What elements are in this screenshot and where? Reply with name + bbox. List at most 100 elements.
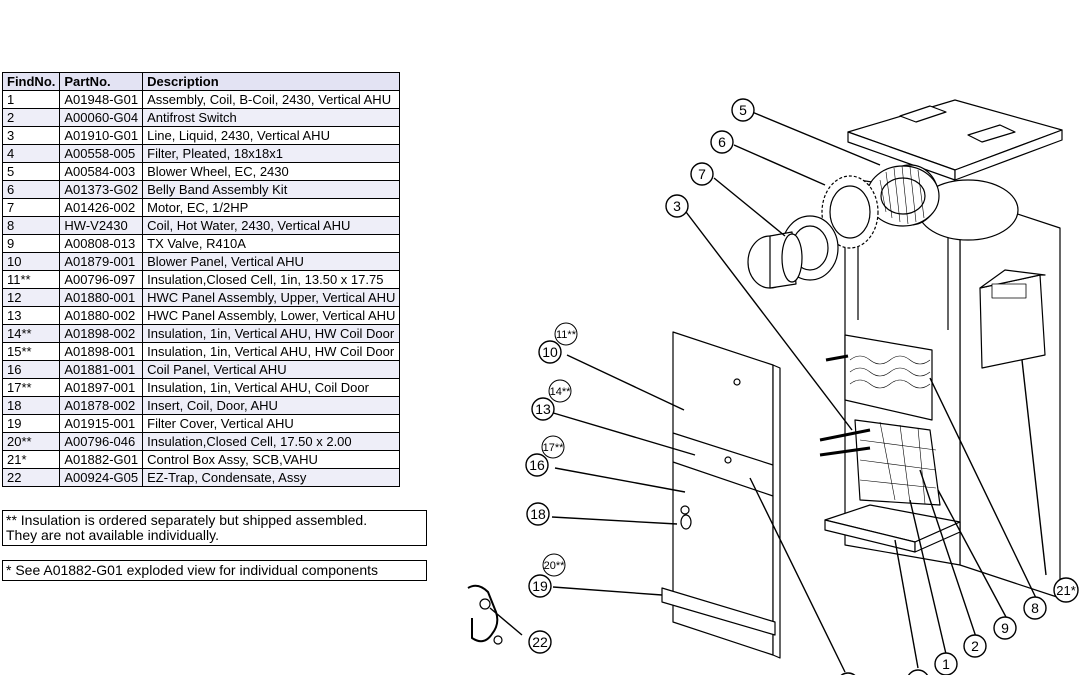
partno-cell: A01882-G01 (59, 450, 144, 469)
description-cell: Filter, Pleated, 18x18x1 (142, 144, 401, 163)
callout-19-label: 19 (532, 578, 548, 594)
table-header-row: FindNo. PartNo. Description (1, 72, 401, 91)
description-cell: Insulation, 1in, Vertical AHU, HW Coil D… (142, 342, 401, 361)
findno-cell: 3 (1, 126, 61, 145)
callout-22: 22 (528, 630, 552, 654)
description-cell: Motor, EC, 1/2HP (142, 198, 401, 217)
insulation-note-line1: ** Insulation is ordered separately but … (6, 512, 368, 528)
partno-cell: A01898-002 (59, 324, 144, 343)
callout-11: 11** (554, 322, 578, 346)
description-cell: Insulation,Closed Cell, 17.50 x 2.00 (142, 432, 401, 451)
findno-cell: 15** (1, 342, 61, 361)
findno-cell: 12 (1, 288, 61, 307)
callout-16-label: 16 (529, 457, 545, 473)
findno-cell: 18 (1, 396, 61, 415)
callout-11-label: 11** (556, 329, 577, 341)
callout-18: 18 (526, 502, 550, 526)
callout-21-label: 21* (1056, 583, 1076, 598)
header-description: Description (142, 72, 401, 91)
partno-cell: A00924-G05 (59, 468, 144, 487)
description-cell: Belly Band Assembly Kit (142, 180, 401, 199)
partno-cell: A01910-G01 (59, 126, 144, 145)
findno-cell: 10 (1, 252, 61, 271)
callout-14: 14** (548, 379, 572, 403)
partno-cell: A00808-013 (59, 234, 144, 253)
partno-cell: A01879-001 (59, 252, 144, 271)
callout-10-label: 10 (542, 344, 558, 360)
findno-cell: 16 (1, 360, 61, 379)
findno-cell: 2 (1, 108, 61, 127)
callout-16: 16 (525, 453, 549, 477)
callout-14-label: 14** (550, 386, 572, 398)
control-box-note-text: * See A01882-G01 exploded view for indiv… (6, 562, 379, 578)
description-cell: Assembly, Coil, B-Coil, 2430, Vertical A… (142, 90, 401, 109)
description-cell: Coil Panel, Vertical AHU (142, 360, 401, 379)
callout-6: 6 (710, 130, 734, 154)
callout-6-label: 6 (718, 134, 726, 150)
findno-cell: 11** (1, 270, 61, 289)
callout-13-label: 13 (535, 401, 551, 417)
partno-cell: A00584-003 (59, 162, 144, 181)
findno-cell: 14** (1, 324, 61, 343)
partno-cell: A01897-001 (59, 378, 144, 397)
partno-cell: A01898-001 (59, 342, 144, 361)
callout-3: 3 (665, 194, 689, 218)
exploded-view-diagram: 5 6 7 3 11** 10 14** 13 17** 16 18 (467, 98, 1079, 675)
partno-cell: A01880-001 (59, 288, 144, 307)
findno-cell: 19 (1, 414, 61, 433)
partno-cell: A00796-097 (59, 270, 144, 289)
cabinet-right-side (959, 194, 1061, 599)
description-cell: Insulation, 1in, Vertical AHU, Coil Door (142, 378, 401, 397)
description-cell: Insulation,Closed Cell, 1in, 13.50 x 17.… (142, 270, 401, 289)
partno-cell: A01880-002 (59, 306, 144, 325)
description-cell: HWC Panel Assembly, Lower, Vertical AHU (142, 306, 401, 325)
callout-10: 10 (538, 340, 562, 364)
findno-cell: 5 (1, 162, 61, 181)
callout-9-label: 9 (1001, 620, 1009, 636)
description-cell: EZ-Trap, Condensate, Assy (142, 468, 401, 487)
findno-cell: 17** (1, 378, 61, 397)
findno-cell: 4 (1, 144, 61, 163)
condensate-trap (467, 584, 499, 643)
b-coil (854, 419, 941, 506)
callout-18-label: 18 (530, 506, 546, 522)
callout-2-label: 2 (971, 638, 979, 654)
callout-20-label: 20** (544, 560, 566, 572)
callout-17: 17** (541, 435, 565, 459)
callout-13: 13 (531, 397, 555, 421)
description-cell: Antifrost Switch (142, 108, 401, 127)
callout-8: 8 (1023, 596, 1047, 620)
callout-21: 21* (1053, 577, 1079, 603)
callout-5-label: 5 (739, 102, 747, 118)
description-cell: Blower Wheel, EC, 2430 (142, 162, 401, 181)
top-panel-opening (899, 105, 947, 123)
insulation-note-line2: They are not available individually. (6, 527, 219, 543)
callout-22-label: 22 (532, 634, 548, 650)
callout-17-label: 17** (543, 442, 565, 454)
findno-cell: 8 (1, 216, 61, 235)
callout-7: 7 (690, 162, 714, 186)
description-cell: Line, Liquid, 2430, Vertical AHU (142, 126, 401, 145)
callout-8-label: 8 (1031, 600, 1039, 616)
callout-1: 1 (934, 652, 958, 675)
description-cell: Control Box Assy, SCB,VAHU (142, 450, 401, 469)
partno-cell: A01878-002 (59, 396, 144, 415)
partno-cell: A00796-046 (59, 432, 144, 451)
description-cell: Coil, Hot Water, 2430, Vertical AHU (142, 216, 401, 235)
description-cell: Filter Cover, Vertical AHU (142, 414, 401, 433)
findno-cell: 9 (1, 234, 61, 253)
